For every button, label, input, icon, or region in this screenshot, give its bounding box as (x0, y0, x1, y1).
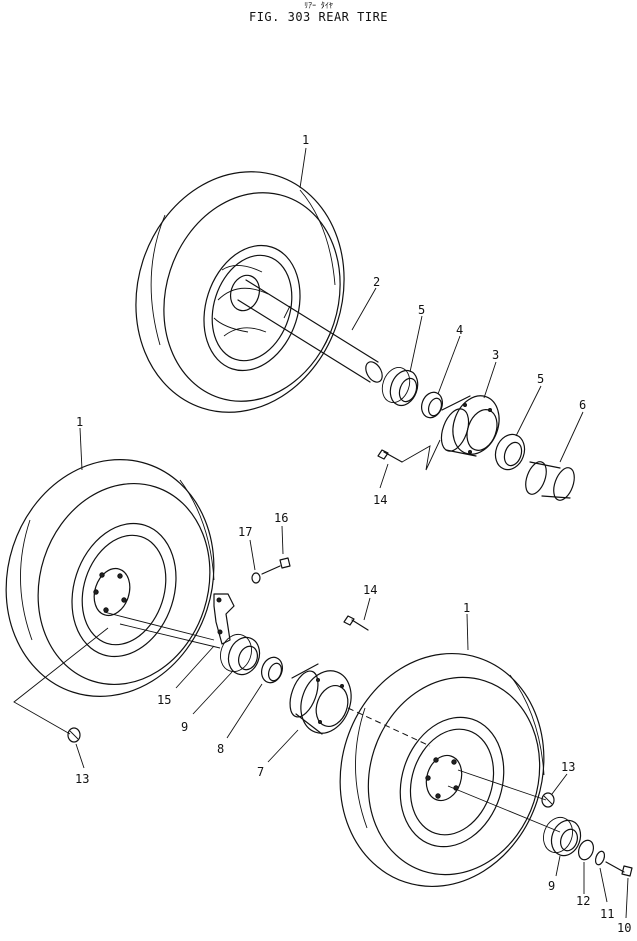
washer-12 (577, 839, 595, 861)
leader-lines-left (13, 611, 221, 735)
callout-14-mid: 14 (363, 583, 377, 597)
callout-1-right: 1 (463, 601, 470, 615)
top-wheel-rim (203, 244, 301, 372)
washer-17 (251, 572, 261, 584)
bolt-10 (605, 861, 633, 877)
figure-title: FIG. 303 REAR TIRE (248, 10, 389, 24)
hub-3 (440, 395, 500, 457)
left-wheel-rim (71, 522, 177, 658)
callout-8: 8 (217, 742, 224, 756)
top-tire (135, 171, 345, 413)
callout-15: 15 (157, 693, 171, 707)
callout-10: 10 (617, 921, 631, 935)
callout-17: 17 (238, 525, 252, 539)
callout-6: 6 (579, 398, 586, 412)
callout-4: 4 (456, 323, 463, 337)
callout-1-left: 1 (76, 415, 83, 429)
right-tire (339, 652, 545, 888)
callout-3: 3 (492, 348, 499, 362)
assembly-centerline (347, 707, 431, 747)
sleeve-6 (525, 461, 575, 501)
left-tire (5, 459, 215, 697)
right-bearing-5 (494, 433, 526, 471)
top-bearing-5 (381, 367, 419, 407)
title-kana: ﾘｱｰ ﾀｲﾔ (304, 1, 333, 10)
callout-14-top: 14 (373, 493, 387, 507)
callout-1-top: 1 (302, 133, 309, 147)
leader-lines-right (447, 769, 561, 833)
nut-13-right (541, 792, 555, 808)
bolt-16 (261, 557, 291, 575)
callout-2: 2 (373, 275, 380, 289)
nut-13-left (67, 727, 81, 743)
callout-7: 7 (257, 765, 264, 779)
bolt-14-mid (343, 615, 369, 631)
bolt-14-top (377, 439, 441, 471)
callout-leaders (75, 147, 629, 919)
callout-5-right: 5 (537, 372, 544, 386)
callout-12: 12 (576, 894, 590, 908)
bearing-9-left (220, 633, 261, 676)
collar-4 (421, 391, 443, 419)
bearing-9-right (543, 816, 582, 857)
lock-plate-15 (213, 593, 235, 645)
right-wheel-rim (399, 716, 505, 848)
callout-16: 16 (274, 511, 288, 525)
callout-9-left: 9 (181, 720, 188, 734)
callout-9-right: 9 (548, 879, 555, 893)
hub-7 (289, 663, 352, 735)
lock-washer-11 (594, 850, 606, 866)
callout-13-right: 13 (561, 760, 575, 774)
collar-8 (261, 656, 283, 684)
callout-5-top: 5 (418, 303, 425, 317)
axle-shaft (237, 279, 383, 383)
callout-11: 11 (600, 907, 614, 921)
callout-13-left: 13 (75, 772, 89, 786)
